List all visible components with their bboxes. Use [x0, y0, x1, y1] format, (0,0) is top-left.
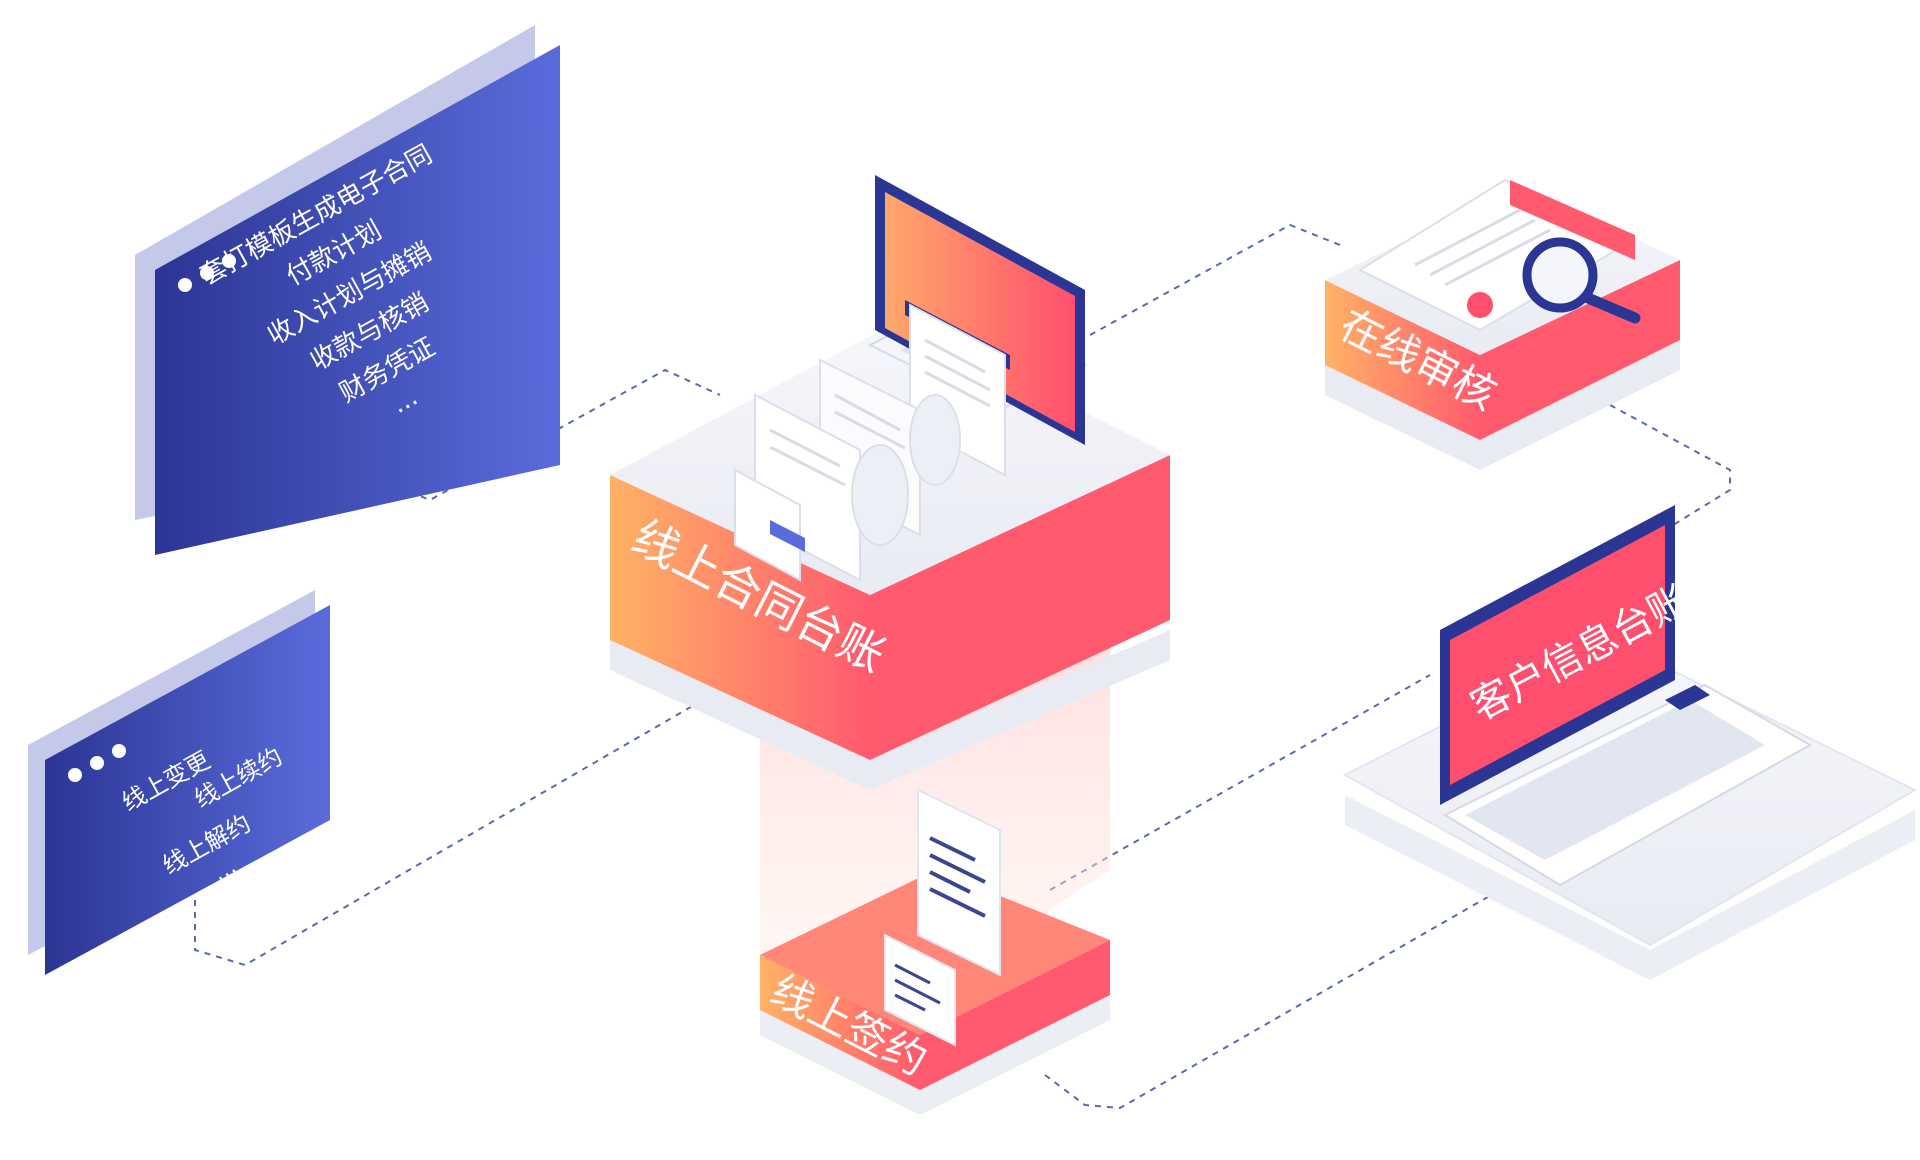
block-shadow [610, 630, 1170, 790]
laptop-keyboard [1465, 700, 1765, 860]
document-icon [884, 933, 956, 1047]
document-badge-icon [770, 520, 805, 552]
laptop-screen [885, 192, 1075, 432]
block-shadow [1325, 340, 1680, 470]
block-face-right [1480, 260, 1680, 440]
connector-bottomleft-to-center [194, 689, 721, 967]
document-icon [917, 788, 1001, 977]
panel-body [45, 605, 330, 975]
window-dot-icon [178, 278, 192, 292]
window-dot-icon [112, 744, 126, 758]
sign-block: 线上签约 [760, 788, 1110, 1115]
left-panel-top: 套打模板生成电子合同 付款计划 收入计划与摊销 收款与核销 财务凭证 ... [135, 25, 560, 555]
document-stripe [1510, 180, 1635, 260]
connector-sign-to-laptop-lower [1044, 889, 1501, 1110]
review-block: 在线审核 [1325, 178, 1680, 470]
block-face-right [920, 940, 1110, 1090]
connector-review-to-laptop [1609, 404, 1731, 531]
block-face-left [1325, 280, 1480, 440]
panel-body [155, 45, 560, 555]
block-face-left [760, 955, 920, 1090]
laptop-screen [1450, 525, 1665, 785]
window-dot-icon [68, 768, 82, 782]
block-shadow [760, 995, 1110, 1115]
center-block: 线上合同台账 [610, 175, 1170, 790]
block-top [760, 870, 1110, 1035]
block-face-right [870, 455, 1170, 760]
window-dot-icon [222, 254, 236, 268]
connector-center-to-review [1089, 223, 1341, 336]
block-face-left [610, 475, 870, 760]
customer-laptop-block: 客户信息台账 [1342, 505, 1918, 980]
window-dot-icon [90, 756, 104, 770]
paper-roll-icon [734, 303, 1006, 582]
seal-icon [1467, 292, 1493, 318]
magnifier-icon [1522, 237, 1641, 324]
platform-shadow [1345, 795, 1915, 980]
connector-sign-to-laptop [1049, 674, 1431, 891]
window-dot-icon [200, 266, 214, 280]
laptop-key [1665, 685, 1710, 710]
left-panel-bottom: 线上变更 线上续约 线上解约 ... [28, 590, 330, 975]
